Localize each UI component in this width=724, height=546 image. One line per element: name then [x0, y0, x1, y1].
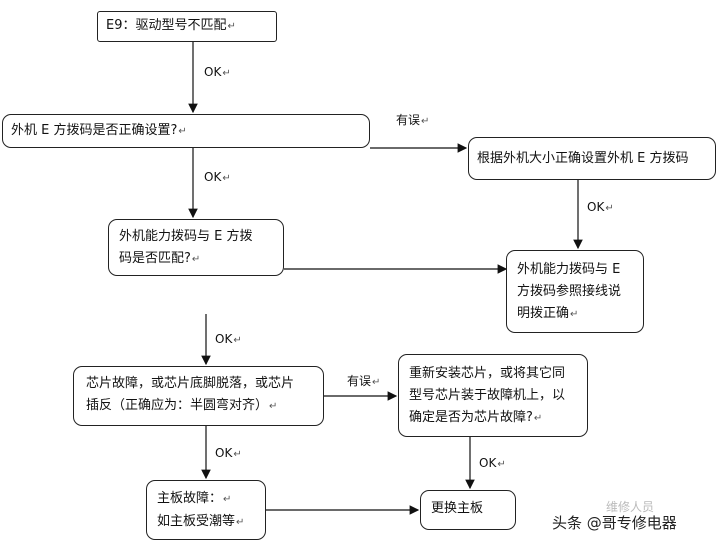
node-e9-mismatch: E9：驱动型号不匹配↵: [97, 11, 277, 42]
node-capacity-reference: 外机能力拨码与 E 方拨码参照接线说 明拨正确↵: [506, 250, 644, 333]
edge-label-ok: OK↵: [479, 456, 506, 470]
edge-label-ok: OK↵: [215, 332, 242, 346]
edge-label-ok: OK↵: [204, 170, 231, 184]
edge-label-ok: OK↵: [587, 200, 614, 214]
watermark-faint: 维修人员: [606, 500, 655, 514]
node-set-dip-by-size: 根据外机大小正确设置外机 E 方拨码: [468, 137, 716, 180]
edge-label-ok: OK↵: [215, 446, 242, 460]
node-chip-fault: 芯片故障，或芯片底脚脱落，或芯片 插反（正确应为：半圆弯对齐）↵: [73, 366, 324, 426]
node-capacity-match-check: 外机能力拨码与 E 方拨 码是否匹配?↵: [108, 219, 284, 276]
watermark-toutiao: 头条 @哥专修电器: [552, 514, 677, 532]
node-dip-setting-check: 外机 E 方拨码是否正确设置?↵: [2, 114, 370, 148]
edge-label-wrong: 有误↵: [396, 113, 430, 127]
node-board-fault: 主板故障：↵ 如主板受潮等↵: [146, 480, 266, 540]
node-replace-board: 更换主板: [420, 490, 516, 530]
node-reinstall-chip: 重新安装芯片，或将其它同 型号芯片装于故障机上，以 确定是否为芯片故障?↵: [398, 354, 588, 437]
edge-label-ok: OK↵: [204, 65, 231, 79]
edge-label-wrong: 有误↵: [347, 374, 381, 388]
